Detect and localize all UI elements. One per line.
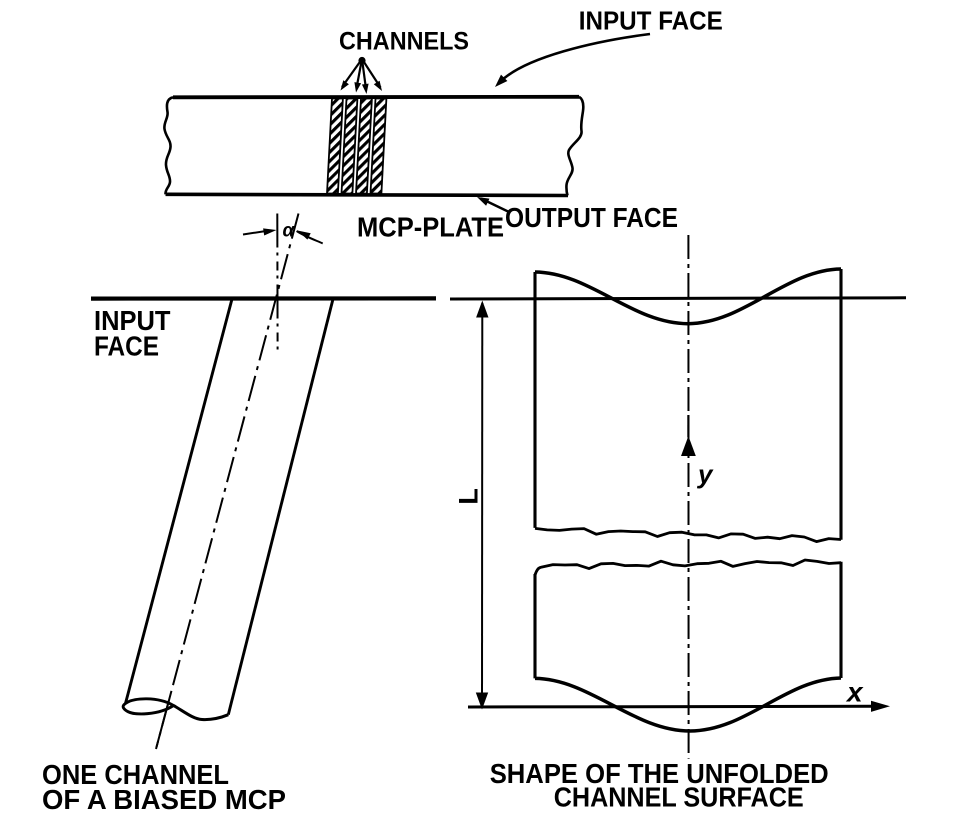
svg-text:x: x	[845, 677, 864, 708]
svg-text:L: L	[453, 488, 483, 505]
svg-text:INPUT FACE: INPUT FACE	[579, 6, 723, 36]
svg-text:y: y	[696, 459, 714, 489]
svg-text:OF A BIASED MCP: OF A BIASED MCP	[42, 784, 286, 815]
svg-text:OUTPUT FACE: OUTPUT FACE	[505, 202, 678, 233]
svg-text:ONE CHANNEL: ONE CHANNEL	[42, 759, 229, 790]
svg-text:FACE: FACE	[94, 331, 159, 362]
svg-text:CHANNEL SURFACE: CHANNEL SURFACE	[554, 782, 804, 813]
svg-text:SHAPE OF THE UNFOLDED: SHAPE OF THE UNFOLDED	[490, 758, 829, 789]
svg-text:CHANNELS: CHANNELS	[339, 27, 469, 55]
svg-text:α: α	[283, 221, 296, 242]
svg-text:MCP-PLATE: MCP-PLATE	[357, 212, 504, 243]
svg-text:INPUT: INPUT	[94, 305, 171, 336]
